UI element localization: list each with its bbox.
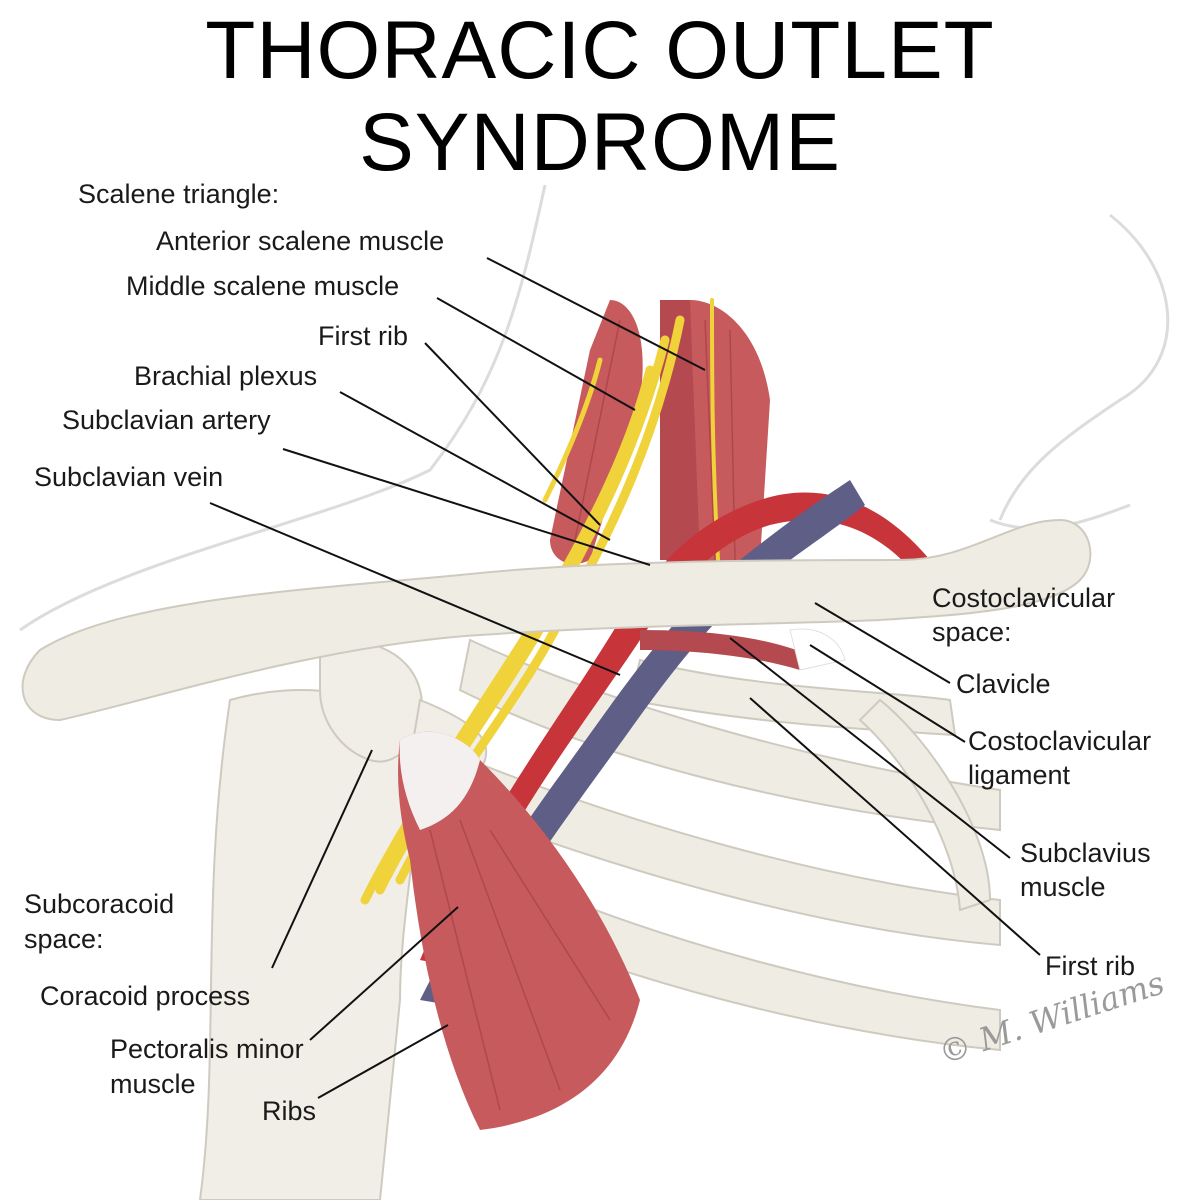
- leader-coracoid-process: [271, 749, 373, 969]
- label-clavicle: Clavicle: [956, 669, 1051, 699]
- label-coracoid-process: Coracoid process: [40, 981, 251, 1011]
- label-costoclavicular-space-line-2: space:: [932, 617, 1012, 647]
- label-scalene-triangle: Scalene triangle:: [78, 179, 280, 209]
- label-subclavian-artery: Subclavian artery: [62, 405, 271, 435]
- leader-ribs: [317, 1024, 449, 1099]
- label-subcoracoid-line-1: Subcoracoid: [24, 889, 175, 919]
- label-subclavius-line-2: muscle: [1020, 872, 1106, 902]
- leader-first-rib-bottom: [749, 697, 1041, 956]
- label-ribs: Ribs: [262, 1096, 317, 1126]
- label-first-rib-top: First rib: [318, 321, 408, 351]
- label-costoclavicular-ligament-line-2: ligament: [968, 760, 1071, 790]
- leader-lines: [209, 257, 1041, 1099]
- leader-middle-scalene: [436, 297, 636, 411]
- leader-costoclavicular-ligament: [809, 644, 966, 743]
- leader-subclavian-vein: [209, 502, 621, 676]
- ribs-illustration: [458, 638, 1001, 1052]
- label-costoclavicular-space-line-1: Costoclavicular: [932, 583, 1116, 613]
- label-costoclavicular-ligament-line-1: Costoclavicular: [968, 726, 1152, 756]
- leader-subclavian-artery: [282, 448, 651, 566]
- label-subcoracoid-line-2: space:: [24, 924, 104, 954]
- page-title-line-1: THORACIC OUTLET: [205, 5, 995, 96]
- label-pectoralis-minor-line-1: Pectoralis minor: [110, 1034, 304, 1064]
- leader-pectoralis-minor: [309, 906, 459, 1041]
- leader-anterior-scalene: [486, 257, 706, 371]
- label-middle-scalene: Middle scalene muscle: [126, 271, 400, 301]
- label-subclavian-vein: Subclavian vein: [34, 462, 224, 492]
- leader-subclavius: [729, 637, 1011, 859]
- label-first-rib-bottom: First rib: [1045, 951, 1135, 981]
- label-subclavius-line-1: Subclavius: [1020, 838, 1151, 868]
- pectoralis-minor-illustration: [398, 731, 640, 1130]
- label-pectoralis-minor-line-2: muscle: [110, 1069, 196, 1099]
- clavicle-illustration: [21, 518, 1092, 722]
- leader-clavicle: [814, 602, 951, 684]
- leader-first-rib-top: [424, 342, 601, 526]
- page-title-line-2: SYNDROME: [359, 97, 841, 188]
- leader-brachial-plexus: [339, 391, 611, 541]
- label-brachial-plexus: Brachial plexus: [134, 361, 318, 391]
- label-anterior-scalene: Anterior scalene muscle: [156, 226, 445, 256]
